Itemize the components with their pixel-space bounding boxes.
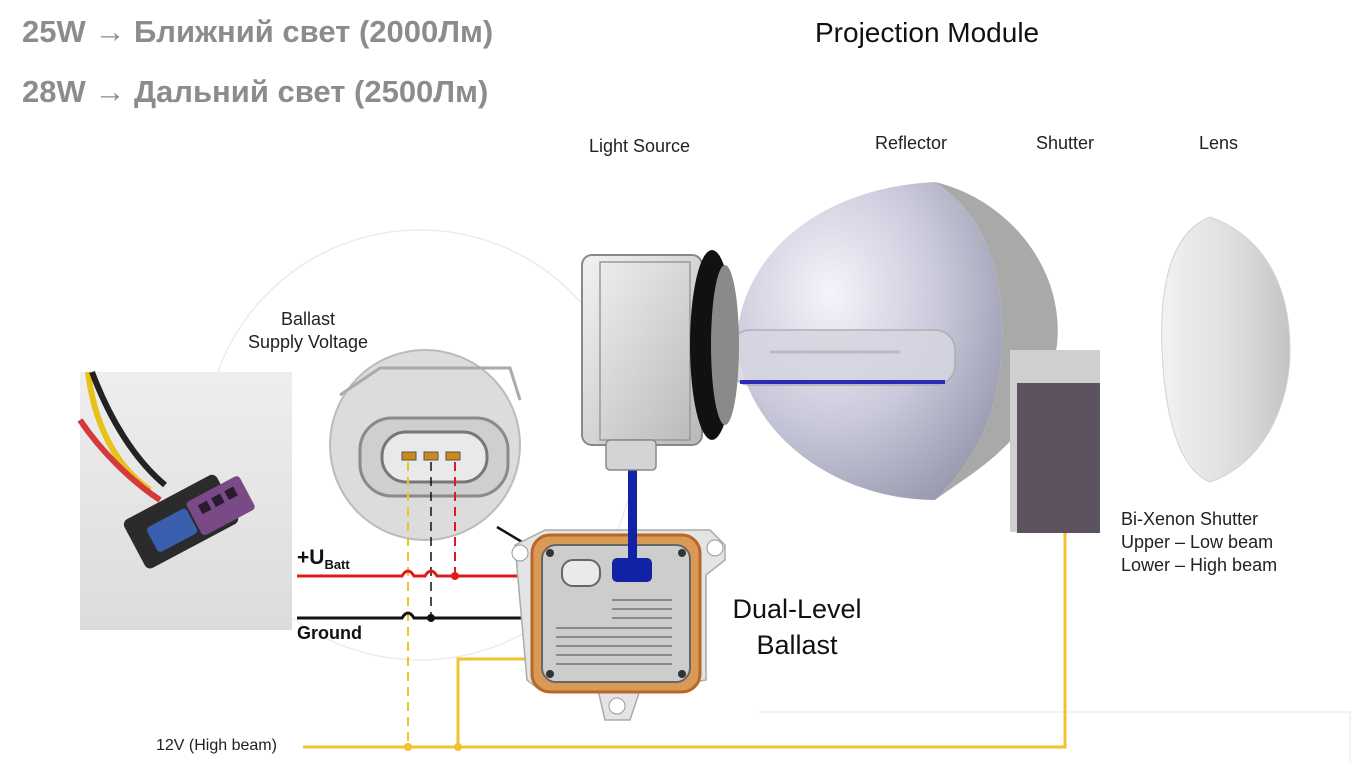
junction-ground	[427, 614, 435, 622]
wire-ground	[297, 611, 525, 620]
shutter-block	[1010, 350, 1100, 533]
lens-shape	[1161, 216, 1291, 483]
ballast-module	[511, 529, 726, 721]
headline-low-beam: 25W → Ближний свет (2000Лм)	[22, 14, 494, 49]
frame-line	[758, 711, 1351, 762]
module-title: Projection Module	[815, 17, 1040, 48]
label-lens: Lens	[1199, 133, 1239, 153]
lamp-link	[628, 470, 637, 570]
ballast-label-line1: Dual-Level	[732, 594, 862, 624]
junction-signal-1	[404, 743, 412, 751]
shutter-note-line2: Upper – Low beam	[1121, 532, 1274, 552]
label-reflector: Reflector	[875, 133, 948, 153]
label-ground: Ground	[297, 623, 362, 643]
label-ubatt-sub: Batt	[324, 557, 350, 573]
shutter-note-line1: Bi-Xenon Shutter	[1121, 509, 1259, 529]
ballast-supply-line1: Ballast	[280, 309, 336, 329]
shutter-note-line3: Lower – High beam	[1121, 555, 1278, 575]
label-ubatt: +UBatt	[297, 546, 350, 572]
wire-high-beam	[303, 532, 1067, 749]
light-source-housing	[581, 250, 739, 471]
junction-positive	[451, 572, 459, 580]
label-light-source: Light Source	[589, 136, 691, 156]
ballast-label-line2: Ballast	[756, 630, 838, 660]
wire-positive	[297, 569, 525, 578]
socket-zoom	[329, 349, 522, 541]
label-shutter: Shutter	[1036, 133, 1095, 153]
bulb	[729, 329, 956, 386]
ballast-label: Dual-Level Ballast	[712, 591, 882, 663]
shutter-note: Bi-Xenon Shutter Upper – Low beam Lower …	[1121, 508, 1277, 577]
wire-ballast-signal	[456, 657, 525, 747]
junction-signal-2	[454, 743, 462, 751]
label-high-beam-wire: 12V (High beam)	[156, 737, 277, 754]
label-ubatt-main: +U	[297, 546, 325, 569]
connector-photo	[77, 370, 292, 630]
headline-high-beam: 28W → Дальний свет (2500Лм)	[22, 74, 489, 109]
ballast-supply-line2: Supply Voltage	[247, 332, 369, 352]
ballast-supply-label: Ballast Supply Voltage	[238, 308, 378, 354]
